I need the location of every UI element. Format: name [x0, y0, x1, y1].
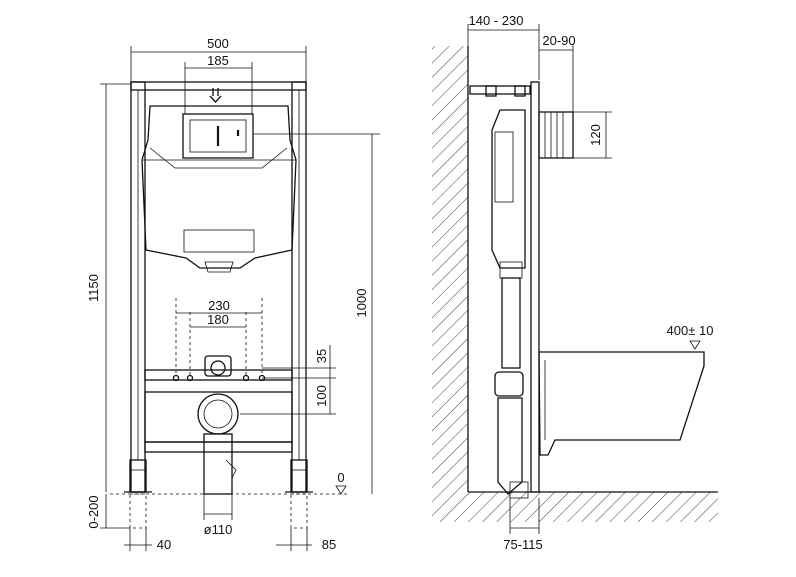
- width-dimension: 500: [207, 36, 229, 51]
- bolt-offset-dimension: 35: [314, 349, 329, 363]
- wc-bowl: [538, 351, 705, 456]
- foot-width-dimension: 85: [322, 537, 336, 552]
- bolt-spacing-inner-dimension: 180: [207, 312, 229, 327]
- bolt-spacing-outer-dimension: 230: [208, 298, 230, 313]
- front-view: 500 185 1150 1000 230 180 35 100 0 0-200: [86, 36, 380, 552]
- floor-hatch: [432, 492, 718, 522]
- foot-offset-dimension: 40: [157, 537, 171, 552]
- flush-arrow-icon: [209, 88, 222, 103]
- cistern-height-dimension: 1000: [354, 289, 369, 318]
- drain-offset-dimension: 75-115: [503, 537, 543, 552]
- frame-outline: [124, 81, 313, 493]
- side-view: 140 - 230 20-90 120 400± 10 75-115: [432, 13, 718, 552]
- supply-height-dimension: 120: [588, 124, 603, 146]
- outlet-height-dimension: 100: [314, 385, 329, 407]
- side-frame: [469, 81, 574, 499]
- drain-diameter-dimension: ø110: [204, 522, 233, 537]
- height-dimension: 1150: [86, 274, 101, 302]
- drain-pipe: [197, 355, 239, 495]
- bowl-height-label: 400± 10: [667, 323, 714, 338]
- wall-hatch: [432, 46, 468, 492]
- foot-adjust-dimension: 0-200: [86, 495, 101, 528]
- cistern: [141, 88, 297, 273]
- frame-depth-dimension: 20-90: [542, 33, 575, 48]
- button-width-dimension: 185: [207, 53, 229, 68]
- floor-zero-label: 0: [337, 470, 344, 485]
- wall-distance-dimension: 140 - 230: [469, 13, 524, 28]
